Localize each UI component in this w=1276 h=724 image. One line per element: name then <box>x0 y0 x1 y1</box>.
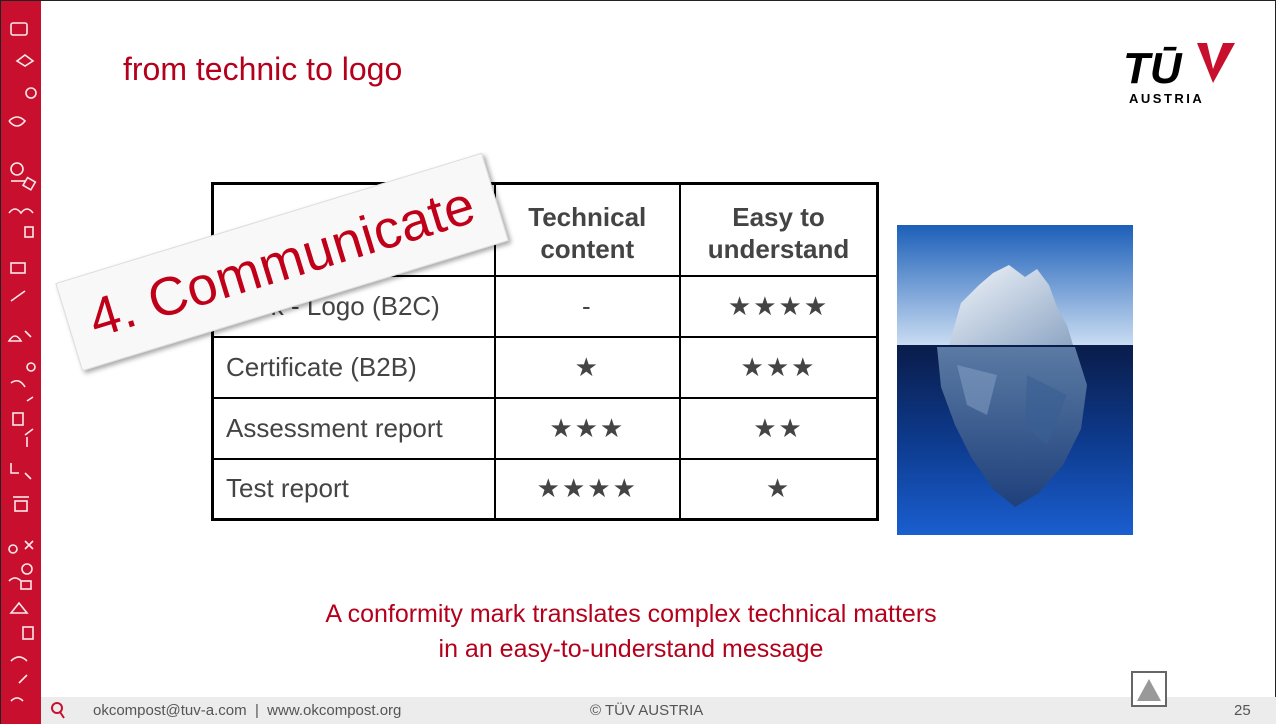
table-row: Assessment report ★★★ ★★ <box>211 396 879 460</box>
easy-rating: ★ <box>679 457 879 521</box>
conformity-message: A conformity mark translates complex tec… <box>211 597 1051 667</box>
table-row: Test report ★★★★ ★ <box>211 457 879 521</box>
tuv-austria-logo: TŪ AUSTRIA <box>1119 37 1241 107</box>
message-line-2: in an easy-to-understand message <box>438 635 824 663</box>
message-line-1: A conformity mark translates complex tec… <box>325 600 937 628</box>
easy-rating: ★★★ <box>679 335 879 399</box>
iceberg-image <box>897 225 1133 535</box>
technical-rating: ★★★★ <box>493 457 682 521</box>
search-icon <box>49 700 67 724</box>
navigate-up-button[interactable] <box>1131 671 1167 707</box>
technical-rating: - <box>493 274 682 338</box>
table-header-technical: Technical content <box>493 182 682 277</box>
slide-title: from technic to logo <box>123 51 403 87</box>
easy-rating: ★★ <box>679 396 879 460</box>
svg-text:AUSTRIA: AUSTRIA <box>1129 91 1204 106</box>
footer-bar: okcompost@tuv-a.com | www.okcompost.org … <box>41 697 1276 724</box>
triangle-up-icon <box>1137 679 1161 701</box>
row-label: Certificate (B2B) <box>211 335 496 399</box>
industry-icons-pattern <box>7 22 37 702</box>
technical-rating: ★★★ <box>493 396 682 460</box>
table-row: Certificate (B2B) ★ ★★★ <box>211 335 879 399</box>
header-easy-text: Easy to understand <box>707 201 850 264</box>
row-label: Test report <box>211 457 496 521</box>
footer-copyright: © TÜV AUSTRIA <box>590 702 704 719</box>
technical-rating: ★ <box>493 335 682 399</box>
footer-contact: okcompost@tuv-a.com | www.okcompost.org <box>93 702 402 719</box>
header-technical-text: Technical content <box>528 201 647 264</box>
row-label: Assessment report <box>211 396 496 460</box>
svg-text:TŪ: TŪ <box>1123 44 1183 93</box>
table-header-easy: Easy to understand <box>679 182 879 277</box>
side-decoration-strip <box>1 1 41 724</box>
easy-rating: ★★★★ <box>679 274 879 338</box>
page-number: 25 <box>1234 702 1251 719</box>
